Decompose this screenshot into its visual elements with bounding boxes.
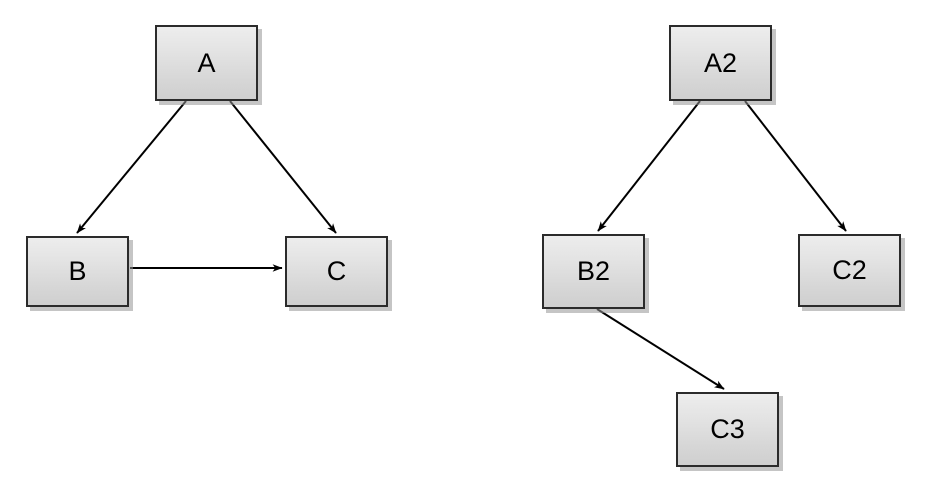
node-c[interactable]: C (285, 236, 388, 307)
node-label: C2 (832, 255, 867, 285)
edge-a2-to-b2 (597, 100, 701, 232)
node-c2[interactable]: C2 (798, 234, 901, 307)
edge-a2-to-c2 (744, 100, 847, 232)
node-label: A (197, 47, 216, 78)
node-a[interactable]: A (155, 25, 258, 101)
node-c3[interactable]: C3 (676, 392, 779, 467)
edge-a-to-b (76, 100, 187, 234)
node-label: C3 (710, 414, 745, 444)
edge-b2-to-c3 (596, 308, 725, 390)
node-a2[interactable]: A2 (669, 25, 772, 101)
node-b2[interactable]: B2 (542, 234, 645, 309)
edge-group (76, 100, 847, 390)
edge-a-to-c (229, 100, 337, 234)
node-label: B (68, 256, 87, 286)
node-label: B2 (576, 256, 611, 286)
node-label: A2 (703, 47, 738, 78)
node-b[interactable]: B (26, 236, 129, 307)
node-label: C (326, 256, 347, 286)
